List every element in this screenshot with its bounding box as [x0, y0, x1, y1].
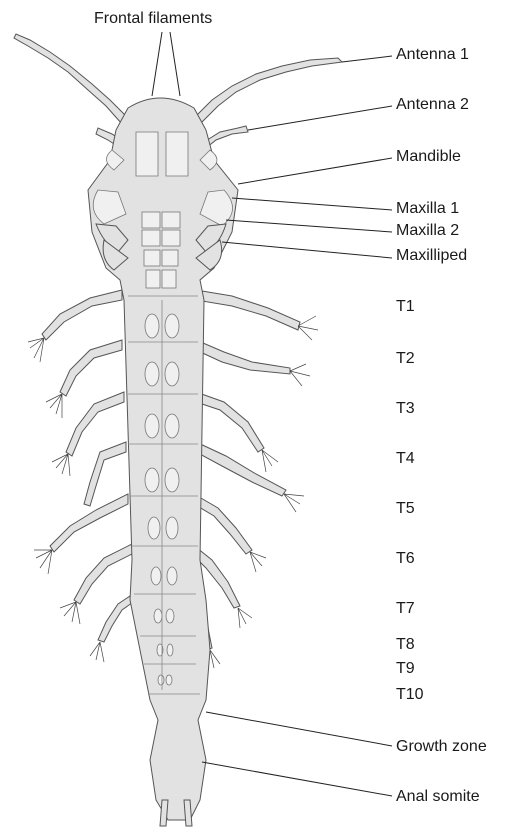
- label-antenna-2: Antenna 2: [396, 96, 469, 114]
- label-t7: T7: [396, 600, 415, 618]
- label-t9: T9: [396, 660, 415, 678]
- label-t1: T1: [396, 298, 415, 316]
- label-mandible: Mandible: [396, 148, 461, 166]
- label-anal-somite: Anal somite: [396, 788, 480, 806]
- label-maxilla-1: Maxilla 1: [396, 200, 459, 218]
- label-t5: T5: [396, 500, 415, 518]
- label-t6: T6: [396, 550, 415, 568]
- label-frontal-filaments: Frontal filaments: [94, 10, 212, 28]
- label-t2: T2: [396, 350, 415, 368]
- legs-left: [42, 290, 136, 642]
- label-growth-zone: Growth zone: [396, 738, 487, 756]
- label-t3: T3: [396, 400, 415, 418]
- antenna-1-right: [194, 58, 342, 124]
- label-antenna-1: Antenna 1: [396, 46, 469, 64]
- label-t8: T8: [396, 636, 415, 654]
- label-t10: T10: [396, 686, 424, 704]
- label-t4: T4: [396, 450, 415, 468]
- antenna-2-right: [204, 126, 248, 148]
- antenna-1-left: [14, 34, 128, 124]
- label-maxilliped: Maxilliped: [396, 247, 467, 265]
- label-maxilla-2: Maxilla 2: [396, 222, 459, 240]
